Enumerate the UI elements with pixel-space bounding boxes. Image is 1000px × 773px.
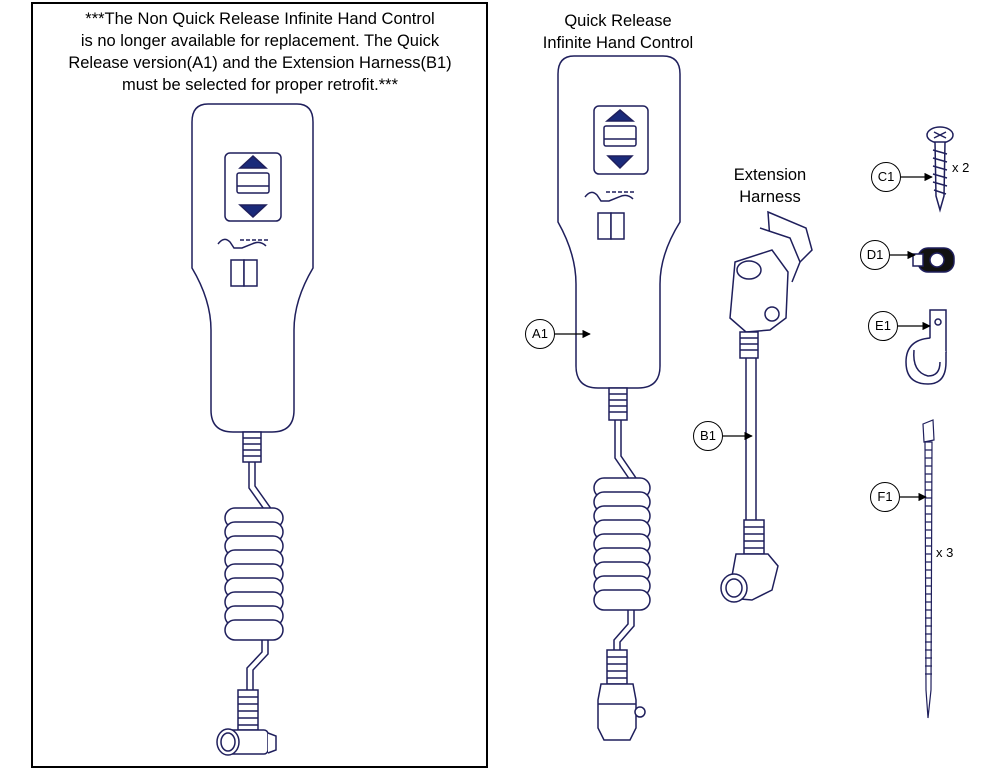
cable-clamp [905, 309, 947, 385]
quick-release-coiled-cord [593, 477, 651, 611]
quick-release-plug [597, 649, 646, 741]
legacy-cord-strain-relief [242, 431, 262, 463]
callout-e1: E1 [868, 311, 898, 341]
legacy-right-angle-plug [216, 689, 277, 756]
callout-a1: A1 [525, 319, 555, 349]
f1-quantity: x 3 [936, 545, 954, 560]
extension-harness-caption: Extension Harness [733, 166, 807, 206]
callout-c1: C1 [871, 162, 901, 192]
legacy-coiled-cord [224, 507, 284, 641]
quick-release-cord-strain-relief [608, 387, 628, 421]
leader-arrows [555, 172, 933, 502]
quick-release-caption: Quick Release Infinite Hand Control [542, 12, 694, 52]
screw [926, 126, 954, 213]
callout-d1: D1 [860, 240, 890, 270]
replacement-notice: ***The Non Quick Release Infinite Hand C… [68, 10, 452, 94]
callout-f1: F1 [870, 482, 900, 512]
quick-release-hand-control [557, 55, 681, 741]
legacy-part-frame [31, 2, 488, 768]
callout-b1: B1 [693, 421, 723, 451]
legacy-hand-control [191, 103, 314, 756]
c1-quantity: x 2 [952, 160, 970, 175]
cable-tie [922, 419, 935, 719]
cable-clip [912, 247, 955, 273]
extension-harness [720, 210, 813, 603]
